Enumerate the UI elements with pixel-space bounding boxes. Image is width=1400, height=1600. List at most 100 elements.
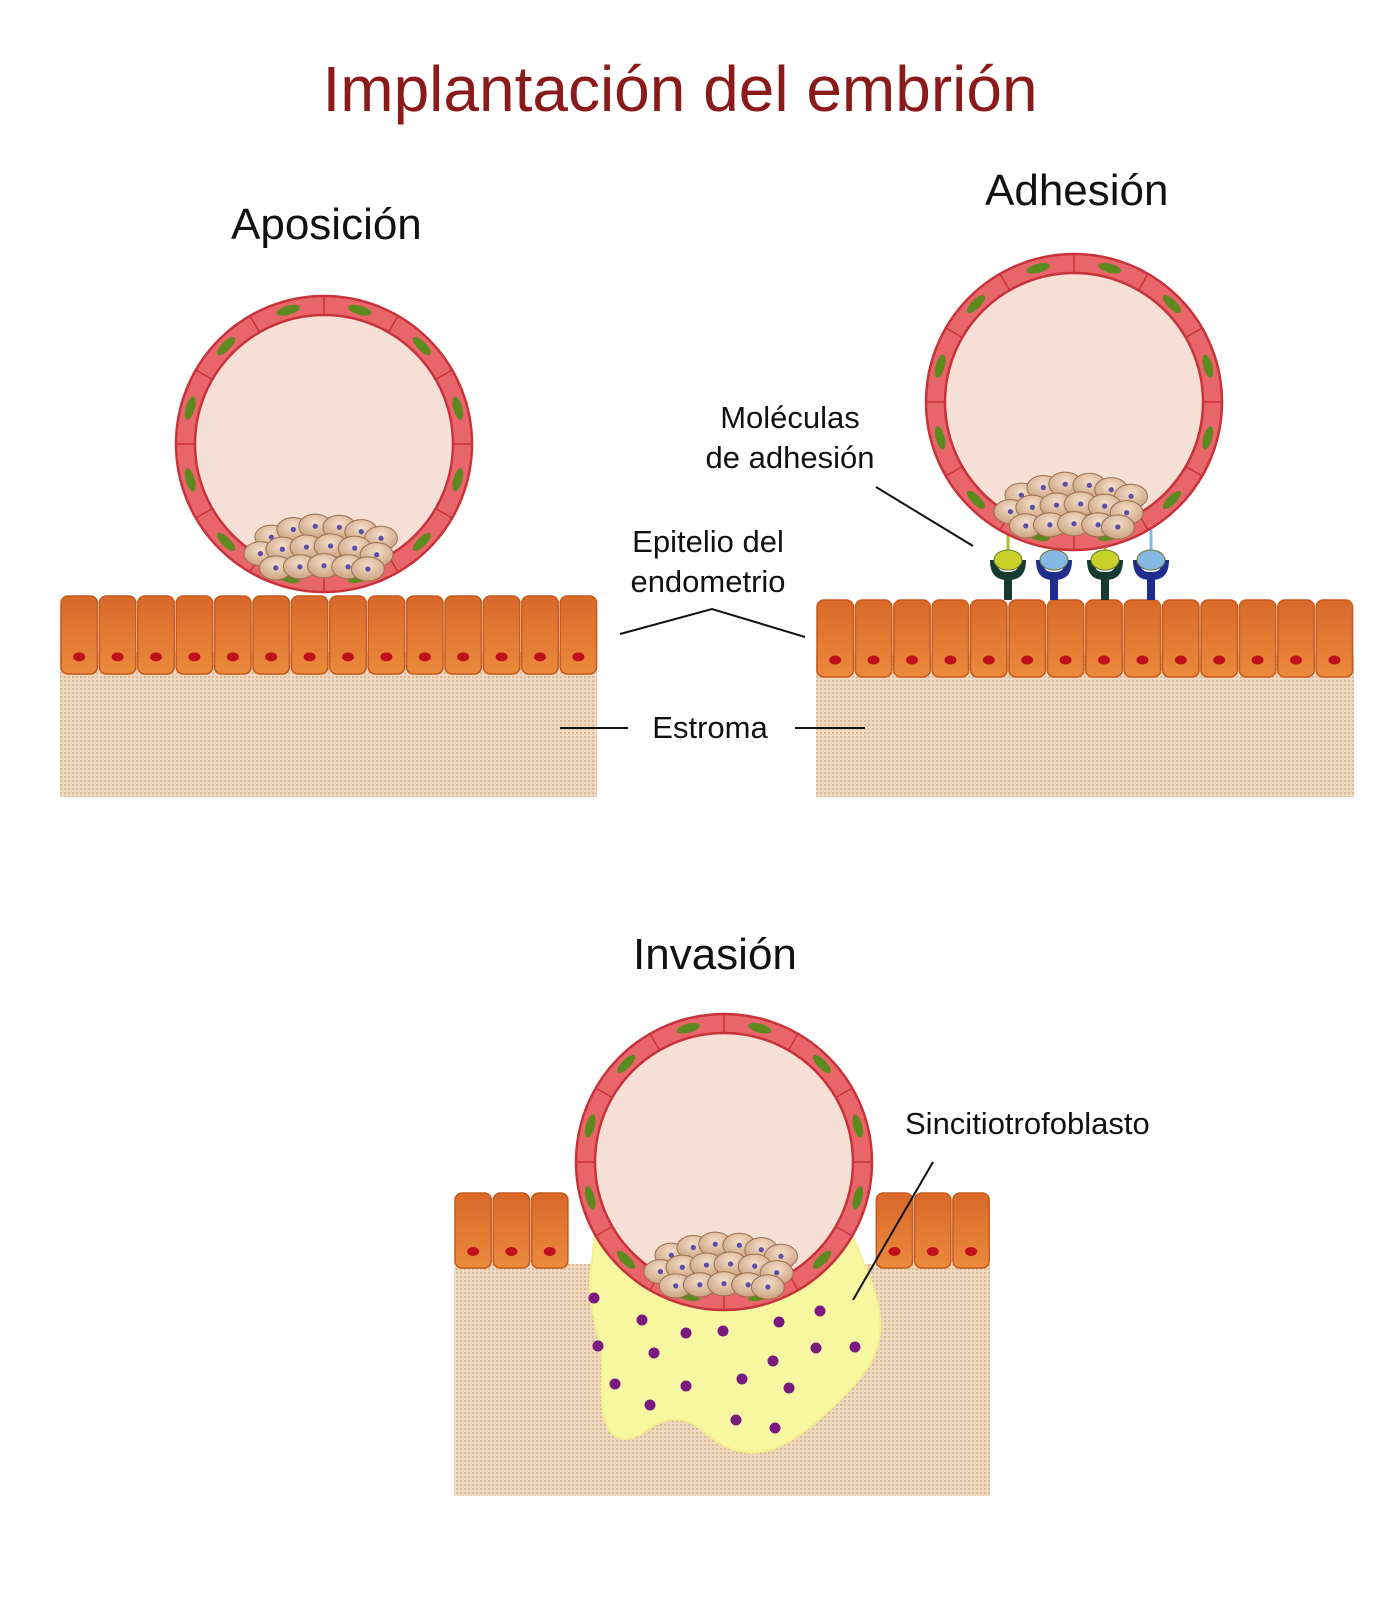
- epithelial-nucleus: [380, 652, 393, 662]
- inner-cell-nucleus: [1077, 501, 1084, 507]
- epithelial-nucleus: [73, 652, 86, 662]
- epithelial-nucleus: [572, 652, 585, 662]
- blastocyst: [174, 294, 474, 594]
- inner-cell-nucleus: [774, 1270, 780, 1276]
- trophoblast-cell-border: [1185, 465, 1203, 477]
- trophoblast-nucleus: [412, 337, 431, 356]
- epithelial-cell: [893, 599, 931, 678]
- epithelial-nucleus: [495, 652, 508, 662]
- trophoblast-nucleus: [967, 490, 986, 509]
- stage-label-apposition: Aposición: [231, 200, 422, 249]
- epithelial-nucleus: [1328, 655, 1341, 665]
- label-syncytiotrophoblast: Sincitiotrofoblasto: [905, 1106, 1150, 1141]
- syncytium-nucleus: [767, 1355, 779, 1367]
- trophoblast-cell-border: [945, 465, 963, 477]
- trophoblast-cell-border: [649, 1033, 661, 1051]
- label-endometrial-epithelium: Epitelio del endometrio: [630, 524, 786, 599]
- epithelial-nucleus: [543, 1247, 556, 1256]
- inner-cell-nucleus: [374, 552, 380, 558]
- inner-cell-nucleus: [1102, 503, 1108, 509]
- epithelial-cell: [329, 595, 367, 675]
- trophoblast-nucleus: [852, 1186, 864, 1210]
- trophoblast-nucleus: [617, 1250, 636, 1269]
- epithelium-layer: [816, 599, 1354, 678]
- receptor-cup: [990, 560, 1026, 580]
- inner-cell-nucleus: [765, 1284, 771, 1290]
- syncytium-nucleus: [717, 1325, 729, 1337]
- trophoblast-cell-border: [195, 507, 213, 519]
- inner-cell-nucleus: [1047, 522, 1053, 528]
- epithelial-cell: [252, 595, 291, 675]
- syncytium-nucleus: [588, 1292, 600, 1304]
- epithelial-cell: [482, 595, 521, 675]
- epithelial-nucleus: [1021, 655, 1034, 665]
- epithelial-nucleus: [505, 1247, 518, 1256]
- receptor-stem: [1101, 574, 1109, 600]
- inner-cell-nucleus: [1018, 492, 1024, 498]
- receptor-stem: [1147, 574, 1155, 600]
- inner-cell-nucleus: [352, 545, 358, 551]
- trophoblast-nucleus: [452, 468, 464, 492]
- inner-cell-nucleus: [268, 534, 274, 540]
- epithelial-cell: [492, 1192, 531, 1269]
- inner-cell-nucleus: [378, 535, 384, 541]
- epithelial-cell: [913, 1192, 952, 1269]
- trophoblast-nucleus: [1202, 354, 1214, 378]
- epithelial-cell: [367, 595, 406, 675]
- receptor-cup: [1133, 560, 1169, 580]
- trophoblast-nucleus: [412, 532, 431, 551]
- trophoblast-cell-border: [835, 1087, 853, 1099]
- trophoblast-cell-border: [195, 369, 213, 381]
- inner-cell-nucleus: [736, 1242, 742, 1248]
- syncytium-nucleus: [769, 1422, 781, 1434]
- inner-cell-nucleus: [365, 566, 371, 572]
- inner-cell-nucleus: [1007, 509, 1014, 515]
- inner-cell-nucleus: [690, 1244, 696, 1251]
- epithelial-nucleus: [457, 652, 470, 662]
- syncytium-nuclei: [588, 1292, 861, 1434]
- inner-cell-nucleus: [1108, 487, 1114, 493]
- epithelial-cell: [454, 1192, 493, 1269]
- epithelial-cell: [1200, 599, 1239, 678]
- epithelial-nucleus: [867, 655, 880, 665]
- epithelial-nucleus: [888, 1247, 901, 1256]
- inner-cell-nucleus: [1029, 504, 1035, 510]
- epithelial-cell: [98, 595, 137, 675]
- trophoblast-nucleus: [1162, 490, 1181, 509]
- inner-cell-nucleus: [1053, 502, 1060, 508]
- receptor-cup: [1087, 560, 1123, 580]
- trophoblast-nucleus: [217, 337, 236, 356]
- stage-label-invasion: Invasión: [633, 930, 797, 979]
- trophoblast-nucleus: [452, 396, 464, 420]
- inner-cell-nucleus: [703, 1262, 710, 1268]
- label-stroma: Estroma: [652, 710, 768, 745]
- trophoblast-nucleus: [348, 304, 372, 316]
- epithelial-nucleus: [965, 1247, 978, 1256]
- trophoblast-cell-border: [595, 1087, 613, 1099]
- epithelial-nucleus: [1059, 655, 1072, 665]
- trophoblast-nucleus: [852, 1114, 864, 1138]
- inner-cell-nucleus: [345, 564, 351, 570]
- leader-syncytiotrophoblast: [852, 1161, 934, 1301]
- inner-cell-nucleus: [257, 551, 264, 557]
- inner-cell-nucleus: [279, 546, 285, 552]
- trophoblast-nucleus: [967, 295, 986, 314]
- inner-cell-nucleus: [758, 1247, 764, 1253]
- inner-cell-nucleus: [752, 1263, 758, 1269]
- syncytium-nucleus: [636, 1314, 648, 1326]
- inner-cell-nucleus: [1040, 484, 1046, 491]
- inner-cell-nucleus: [1115, 524, 1121, 530]
- epithelial-nucleus: [926, 1247, 939, 1256]
- inner-cell-nucleus: [778, 1253, 784, 1259]
- leader-adhesion-molecules: [875, 486, 974, 547]
- trophoblast-cell-border: [1137, 273, 1149, 291]
- trophoblast-nucleus: [1162, 295, 1181, 314]
- trophoblast-cell-border: [1185, 327, 1203, 339]
- inner-cell-nucleus: [1095, 522, 1101, 528]
- epithelial-cell: [875, 1192, 914, 1269]
- inner-cell-nucleus: [1086, 482, 1092, 488]
- inner-cell-nucleus: [273, 565, 279, 571]
- epithelial-nucleus: [1251, 655, 1264, 665]
- blastocyst: [924, 252, 1224, 552]
- inner-cell-nucleus: [1071, 521, 1077, 527]
